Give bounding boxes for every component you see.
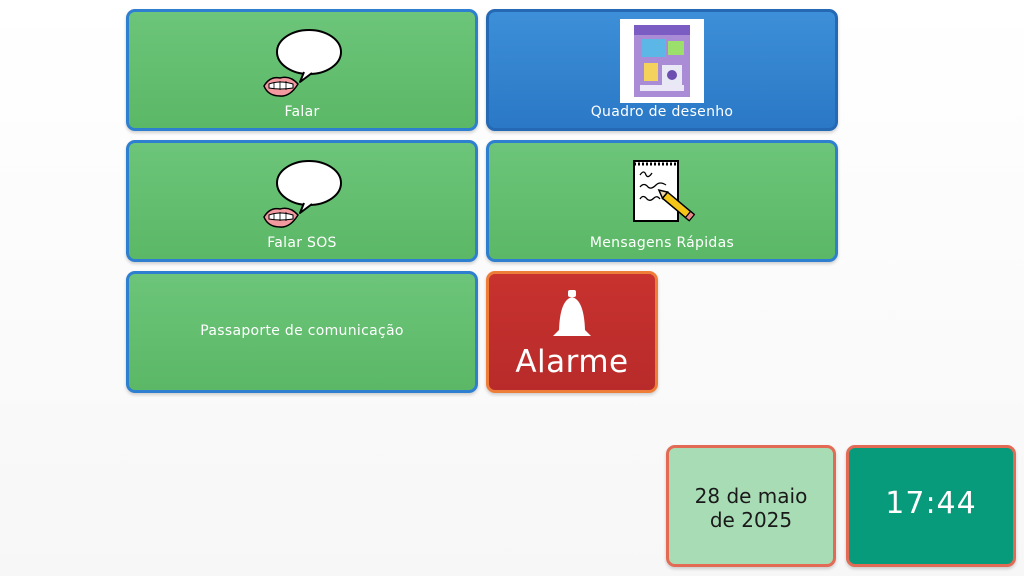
alarme-tile[interactable]: Alarme — [486, 271, 658, 393]
mensagens-rapidas-label: Mensagens Rápidas — [589, 235, 735, 251]
date-line-1: 28 de maio — [694, 484, 808, 508]
quadro-de-desenho-tile[interactable]: Quadro de desenho — [486, 9, 838, 131]
passaporte-de-comunicacao-label: Passaporte de comunicação — [200, 323, 404, 339]
falar-sos-tile[interactable]: Falar SOS — [126, 140, 478, 262]
bell-icon — [547, 288, 597, 340]
speech-mouth-icon — [260, 26, 344, 98]
time-display: 17:44 — [846, 445, 1016, 567]
drawing-board-box-icon — [620, 19, 704, 103]
speech-mouth-icon — [260, 157, 344, 229]
quadro-de-desenho-label: Quadro de desenho — [590, 104, 734, 120]
date-display: 28 de maio de 2025 — [666, 445, 836, 567]
date-line-2: de 2025 — [709, 508, 793, 532]
falar-tile[interactable]: Falar — [126, 9, 478, 131]
alarme-label: Alarme — [515, 344, 629, 380]
notepad-pencil-icon — [624, 155, 700, 233]
date-text: 28 de maio de 2025 — [669, 484, 833, 532]
falar-label: Falar — [284, 104, 320, 120]
passaporte-de-comunicacao-tile[interactable]: Passaporte de comunicação — [126, 271, 478, 393]
time-text: 17:44 — [885, 486, 977, 521]
mensagens-rapidas-tile[interactable]: Mensagens Rápidas — [486, 140, 838, 262]
falar-sos-label: Falar SOS — [267, 235, 337, 251]
